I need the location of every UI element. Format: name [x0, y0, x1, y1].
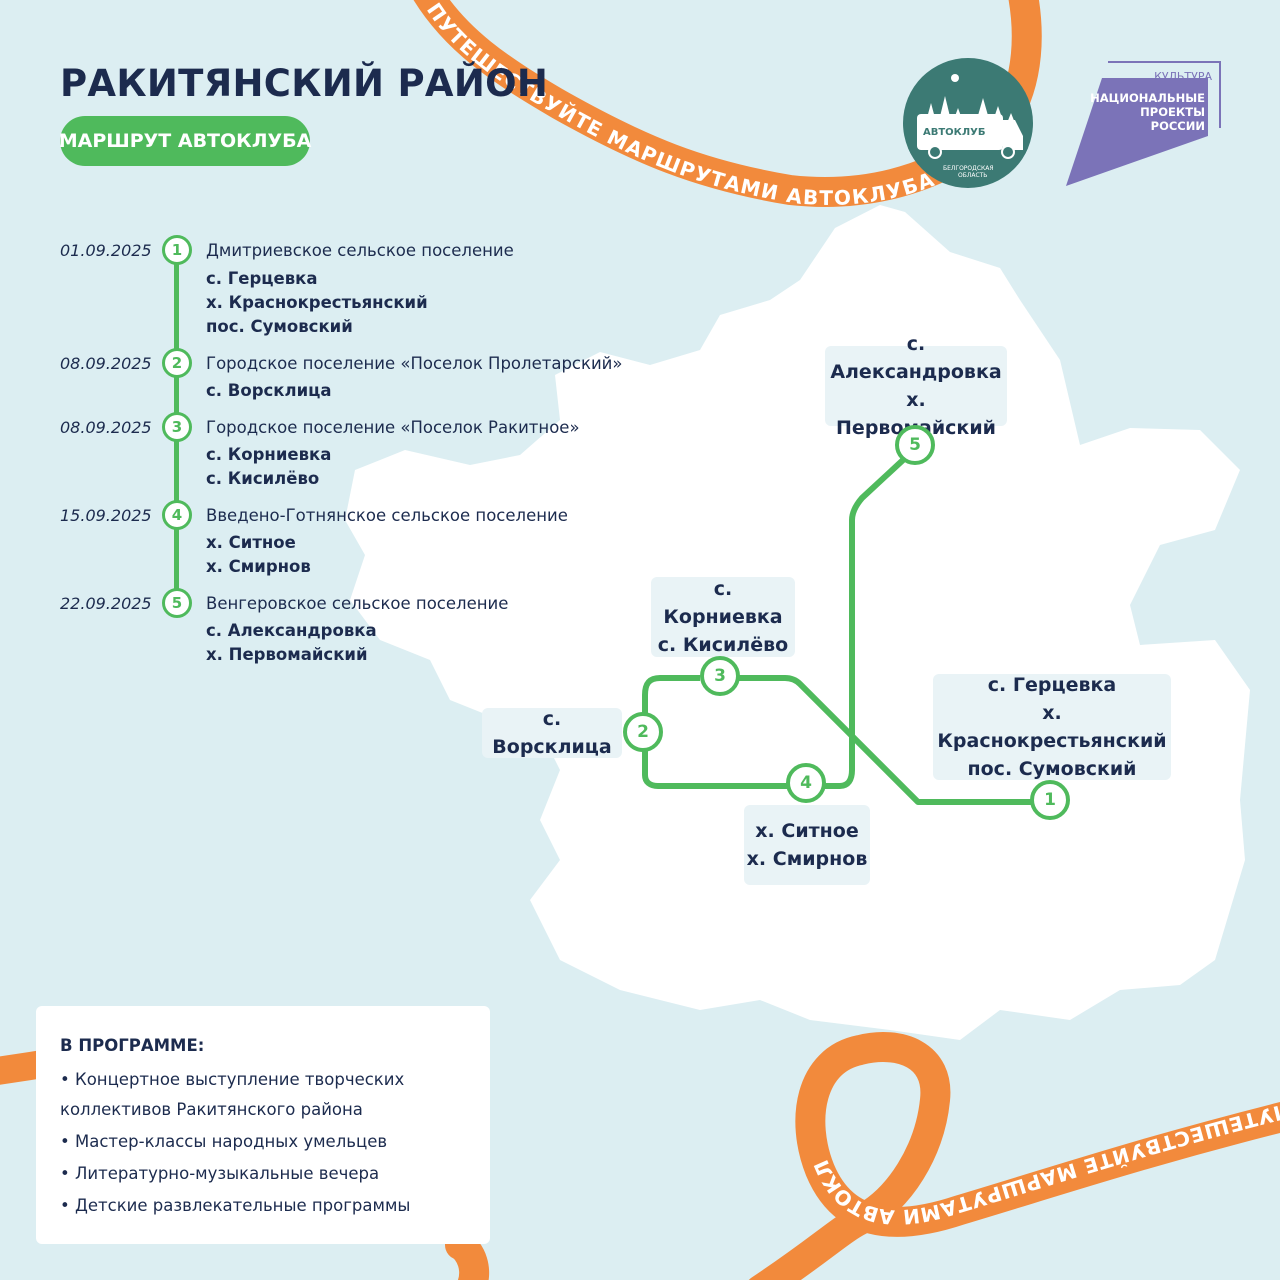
schedule-village: с. Герцевка [206, 269, 318, 288]
svg-text:НАЦИОНАЛЬНЫЕ: НАЦИОНАЛЬНЫЕ [1090, 91, 1205, 105]
schedule-number: 1 [162, 235, 192, 265]
map-label-line: х. Смирнов [746, 848, 868, 870]
program-box: В ПРОГРАММЕ: • Концертное выступление тв… [36, 1006, 490, 1244]
map-label-line: х. Ситное [755, 820, 859, 842]
schedule-village: с. Александровка [206, 621, 377, 640]
map-label-5: с. Александровка х. Первомайский [825, 333, 1007, 439]
schedule-settlement: Городское поселение «Поселок Пролетарски… [206, 354, 623, 373]
map-stop-5: 5 [895, 425, 935, 465]
map-stop-3: 3 [700, 656, 740, 696]
map-stop-2: 2 [623, 712, 663, 752]
program-item: коллективов Ракитянского района [60, 1100, 363, 1119]
schedule-number: 2 [162, 348, 192, 378]
schedule-date: 15.09.2025 [60, 506, 152, 525]
page-title: РАКИТЯНСКИЙ РАЙОН [60, 62, 549, 105]
schedule-number: 5 [162, 588, 192, 618]
schedule-date: 01.09.2025 [60, 241, 152, 260]
route-line [722, 675, 1052, 805]
map-label-line: с. Александровка [830, 333, 1002, 383]
svg-text:ОБЛАСТЬ: ОБЛАСТЬ [958, 172, 987, 179]
schedule-village: с. Кисилёво [206, 469, 320, 488]
program-item: • Литературно-музыкальные вечера [60, 1164, 380, 1183]
schedule-number: 4 [162, 500, 192, 530]
map-label-3: с. Корниевка с. Кисилёво [651, 577, 795, 657]
program-heading: В ПРОГРАММЕ: [60, 1036, 205, 1055]
map-label-line: с. Ворсклица [492, 708, 612, 758]
program-item: • Детские развлекательные программы [60, 1196, 411, 1215]
svg-text:КУЛЬТУРА: КУЛЬТУРА [1154, 70, 1212, 83]
schedule-settlement: Дмитриевское сельское поселение [206, 241, 514, 260]
schedule-number: 3 [162, 412, 192, 442]
svg-text:АВТОКЛУБ: АВТОКЛУБ [923, 127, 986, 138]
map-label-line: х. Краснокрестьянский [937, 702, 1167, 752]
map-label-line: с. Кисилёво [657, 634, 789, 656]
schedule-village: х. Ситное [206, 533, 296, 552]
schedule-settlement: Городское поселение «Поселок Ракитное» [206, 418, 580, 437]
map-label-4: х. Ситное х. Смирнов [744, 805, 870, 885]
schedule-village: х. Краснокрестьянский [206, 293, 428, 312]
map-stop-4: 4 [786, 763, 826, 803]
schedule-settlement: Венгеровское сельское поселение [206, 594, 509, 613]
svg-text:РОССИИ: РОССИИ [1151, 119, 1205, 133]
schedule-settlement: Введено-Готнянское сельское поселение [206, 506, 568, 525]
schedule-village: с. Корниевка [206, 445, 332, 464]
map-label-line: с. Корниевка [663, 578, 783, 628]
route-badge: МАРШРУТ АВТОКЛУБА [59, 116, 311, 166]
schedule-village: пос. Сумовский [206, 317, 353, 336]
svg-text:ПРОЕКТЫ: ПРОЕКТЫ [1140, 105, 1205, 119]
map-label-1: с. Герцевка х. Краснокрестьянский пос. С… [933, 674, 1171, 780]
district-shape [345, 205, 1250, 1040]
schedule-date: 08.09.2025 [60, 354, 152, 373]
map-label-line: пос. Сумовский [967, 758, 1137, 780]
ribbon-bottom [445, 1032, 1280, 1280]
svg-text:БЕЛГОРОДСКАЯ: БЕЛГОРОДСКАЯ [943, 165, 994, 172]
schedule-date: 22.09.2025 [60, 594, 152, 613]
schedule-village: х. Смирнов [206, 557, 311, 576]
map-label-2: с. Ворсклица [482, 708, 622, 758]
map-label-line: с. Герцевка [987, 674, 1117, 696]
map-stop-1: 1 [1030, 780, 1070, 820]
schedule-village: х. Первомайский [206, 645, 368, 664]
autoclub-logo: АВТОКЛУБ БЕЛГОРОДСКАЯ ОБЛАСТЬ [903, 58, 1033, 188]
program-item: • Мастер-классы народных умельцев [60, 1132, 388, 1151]
program-item: • Концертное выступление творческих [60, 1070, 405, 1089]
schedule-village: с. Ворсклица [206, 381, 332, 400]
schedule-date: 08.09.2025 [60, 418, 152, 437]
national-projects-logo: КУЛЬТУРА НАЦИОНАЛЬНЫЕ ПРОЕКТЫ РОССИИ [1066, 61, 1221, 186]
